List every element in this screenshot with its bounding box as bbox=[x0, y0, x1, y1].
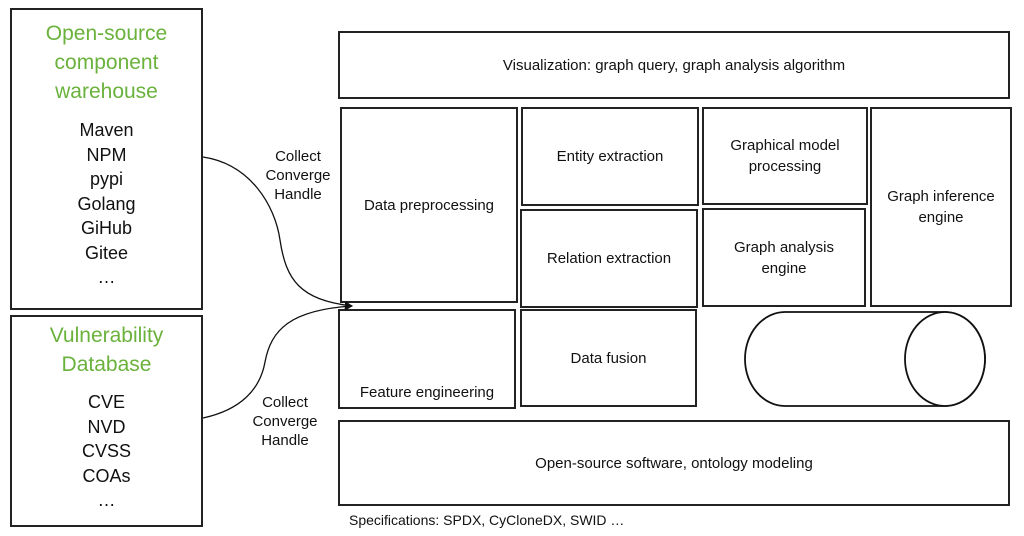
list-item: NPM bbox=[86, 144, 127, 165]
warehouse-panel: Open-source component warehouse Maven NP… bbox=[10, 8, 203, 310]
list-item: pypi bbox=[89, 169, 124, 189]
list-item: Gitee bbox=[84, 242, 129, 263]
graph-analysis-label: Graph analysis engine bbox=[734, 237, 834, 279]
warehouse-title: Open-source component warehouse bbox=[12, 19, 201, 106]
list-item: Maven bbox=[79, 120, 134, 140]
warehouse-title-line: Open-source bbox=[45, 22, 168, 45]
warehouse-title-line: component bbox=[54, 51, 159, 74]
relation-extraction-label: Relation extraction bbox=[546, 250, 672, 267]
list-item: CVE bbox=[87, 392, 125, 412]
vulnerability-panel: Vulnerability Database CVE NVD CVSS COAs… bbox=[10, 315, 203, 527]
edge-label-bottom: Collect Converge Handle bbox=[245, 393, 325, 450]
list-item: NVD bbox=[87, 416, 126, 437]
graphical-model-line: Graphical model bbox=[730, 137, 840, 154]
graphical-model-line: processing bbox=[748, 158, 822, 175]
data-fusion-box: Data fusion bbox=[520, 309, 697, 407]
list-item: CVSS bbox=[81, 441, 132, 461]
vulnerability-title-line: Vulnerability bbox=[49, 324, 164, 347]
data-fusion-label: Data fusion bbox=[570, 349, 647, 367]
feature-engineering-box: Feature engineering bbox=[338, 309, 516, 409]
entity-extraction-box: Entity extraction bbox=[521, 107, 699, 206]
feature-engineering-label: Feature engineering bbox=[359, 384, 495, 401]
vulnerability-title-line: Database bbox=[61, 353, 152, 376]
data-preprocessing-box: Data preprocessing bbox=[340, 107, 518, 303]
relation-extraction-box: Relation extraction bbox=[520, 209, 698, 308]
ontology-label: Open-source software, ontology modeling bbox=[535, 454, 813, 472]
visualization-label: Visualization: graph query, graph analys… bbox=[502, 56, 846, 74]
list-item: COAs bbox=[82, 465, 131, 486]
warehouse-title-line: warehouse bbox=[55, 80, 158, 103]
attribute-db-label: Attribute graph database bbox=[745, 348, 865, 388]
graph-analysis-line: Graph analysis bbox=[733, 238, 835, 256]
graphical-model-label: Graphical model processing bbox=[730, 135, 839, 177]
list-item: Golang bbox=[77, 193, 136, 214]
graphical-model-box: Graphical model processing bbox=[702, 107, 868, 205]
vulnerability-list: CVE NVD CVSS COAs … bbox=[12, 390, 201, 513]
visualization-box: Visualization: graph query, graph analys… bbox=[338, 31, 1010, 99]
edge-label-line: Converge bbox=[252, 413, 318, 430]
graph-inference-line: Graph inference bbox=[887, 188, 995, 205]
edge-label-line: Converge bbox=[265, 167, 331, 184]
graph-analysis-line: engine bbox=[761, 259, 807, 277]
edge-label-line: Collect bbox=[262, 394, 308, 411]
list-item: … bbox=[97, 490, 116, 510]
ontology-box: Open-source software, ontology modeling bbox=[338, 420, 1010, 506]
attribute-db-line: database bbox=[774, 369, 836, 386]
edge-label-line: Handle bbox=[261, 432, 309, 449]
warehouse-list: Maven NPM pypi Golang GiHub Gitee … bbox=[12, 118, 201, 290]
vulnerability-title: Vulnerability Database bbox=[12, 321, 201, 379]
list-item: GiHub bbox=[80, 218, 133, 238]
graph-inference-label: Graph inference engine bbox=[887, 186, 995, 228]
data-preprocessing-label: Data preprocessing bbox=[363, 196, 495, 214]
specifications-text: Specifications: SPDX, CyCloneDX, SWID … bbox=[349, 512, 625, 528]
graph-inference-line: engine bbox=[918, 209, 964, 226]
edge-label-top: Collect Converge Handle bbox=[258, 147, 338, 204]
attribute-db-line: Attribute graph bbox=[755, 349, 855, 366]
edge-label-line: Collect bbox=[275, 148, 321, 165]
list-item: … bbox=[97, 267, 116, 287]
graph-inference-box: Graph inference engine bbox=[870, 107, 1012, 307]
graph-analysis-box: Graph analysis engine bbox=[702, 208, 866, 307]
entity-extraction-label: Entity extraction bbox=[556, 148, 664, 165]
edge-label-line: Handle bbox=[274, 186, 322, 203]
